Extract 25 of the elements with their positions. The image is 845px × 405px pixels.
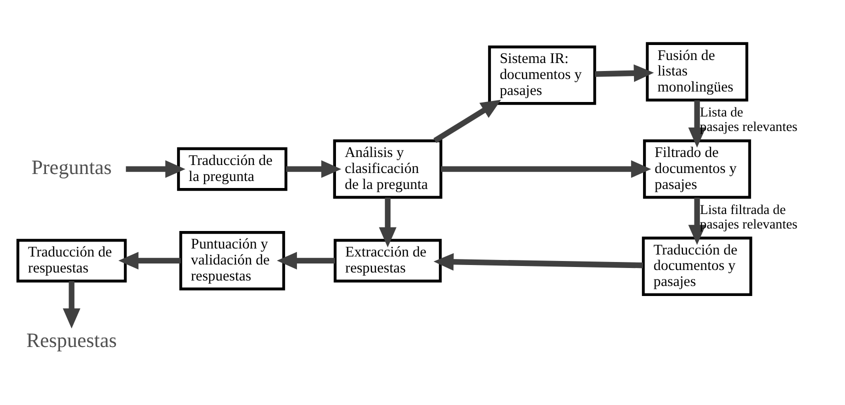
node-box: Traducción de respuestas — [16, 238, 127, 282]
node-box: Fusión de listas monolingües — [646, 42, 748, 101]
arrow — [118, 251, 181, 269]
node-text: Respuestas — [26, 330, 117, 352]
arrow — [286, 160, 342, 178]
arrow — [594, 64, 654, 82]
arrow — [688, 100, 706, 148]
arrow — [126, 160, 186, 178]
arrow — [378, 196, 396, 247]
arrow — [434, 252, 643, 270]
arrow — [688, 197, 706, 244]
arrow — [276, 251, 335, 269]
node-box: Filtrado de documentos y pasajes — [643, 138, 752, 198]
arrow — [62, 280, 80, 328]
node-box: Análisis y clasificación de la pregunta — [333, 138, 442, 198]
arrow — [440, 160, 652, 178]
node-box: Extracción de respuestas — [334, 238, 442, 282]
edge-label: Lista filtrada de pasajes relevantes — [700, 201, 798, 231]
edge-label: Lista de pasajes relevantes — [700, 104, 798, 134]
node-text: Preguntas — [31, 156, 112, 179]
node-box: Traducción de documentos y pasajes — [642, 236, 752, 296]
node-box: Puntuación y validación de respuestas — [179, 230, 286, 290]
arrow — [433, 99, 502, 143]
node-box: Sistema IR: documentos y pasajes — [488, 45, 596, 104]
node-box: Traducción de la pregunta — [177, 146, 288, 190]
